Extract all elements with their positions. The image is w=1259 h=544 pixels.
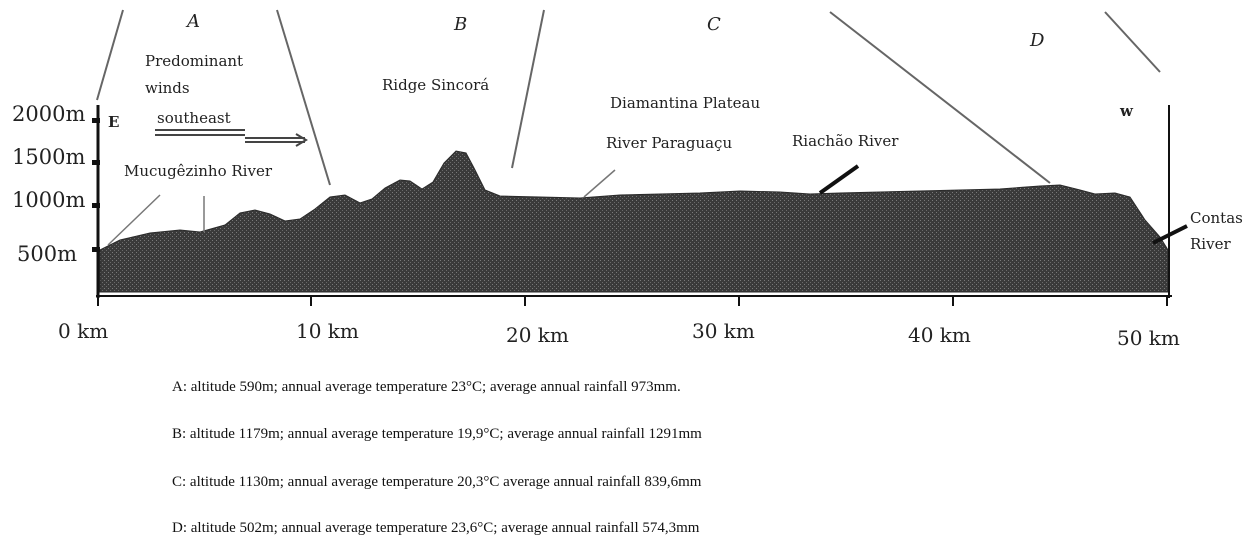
legend-line-b: B: altitude 1179m; annual average temper… [172,426,702,442]
y-ticks [92,118,100,252]
divider-a-b [276,9,331,186]
km-label-30: 30 km [692,319,755,343]
zone-label-b: B [453,14,467,35]
winds-label-line2: winds [145,79,190,97]
winds-label-line3: southeast [157,109,231,127]
contas-river-label-line1: Contas [1190,209,1243,227]
altitude-label-500: 500m [17,242,77,266]
divider-b-c [511,9,545,169]
km-label-50: 50 km [1117,326,1180,350]
riachao-pointer [818,164,860,195]
west-marker: w [1119,102,1134,120]
legend-line-a: A: altitude 590m; annual average tempera… [172,379,681,395]
mucugezinho-river-label: Mucugêzinho River [124,162,273,180]
km-label-40: 40 km [908,323,971,347]
zone-label-a: A [185,11,200,32]
altitude-label-1000: 1000m [12,188,85,212]
ridge-sincora-label: Ridge Sincorá [382,76,489,94]
zone-label-d: D [1029,30,1045,51]
river-paraguacu-label: River Paraguaçu [606,134,732,152]
east-marker: E [108,113,119,131]
km-label-10: 10 km [296,319,359,343]
divider-c-d [829,11,1051,184]
terrain-profile [99,150,1169,293]
diamantina-plateau-label: Diamantina Plateau [610,94,760,112]
paraguacu-pointer [583,169,616,198]
altitude-label-1500: 1500m [12,145,85,169]
legend-line-d: D: altitude 502m; annual average tempera… [172,520,700,536]
km-label-0: 0 km [58,319,108,343]
contas-pointer [1152,224,1188,245]
altitude-label-2000: 2000m [12,102,85,126]
mucugezinho-pointer-a [107,194,161,246]
x-ticks [97,296,1168,306]
riachao-river-label: Riachão River [792,132,899,150]
zone-dividers [96,9,1161,186]
wind-arrow-icon [155,129,308,147]
zone-label-c: C [707,14,721,35]
contas-river-label-line2: River [1190,235,1231,253]
divider-a-left [96,9,124,101]
divider-d-right [1104,11,1161,73]
pointer-lines [107,169,616,246]
km-label-20: 20 km [506,323,569,347]
winds-label-line1: Predominant [145,52,243,70]
legend-line-c: C: altitude 1130m; annual average temper… [172,474,702,490]
